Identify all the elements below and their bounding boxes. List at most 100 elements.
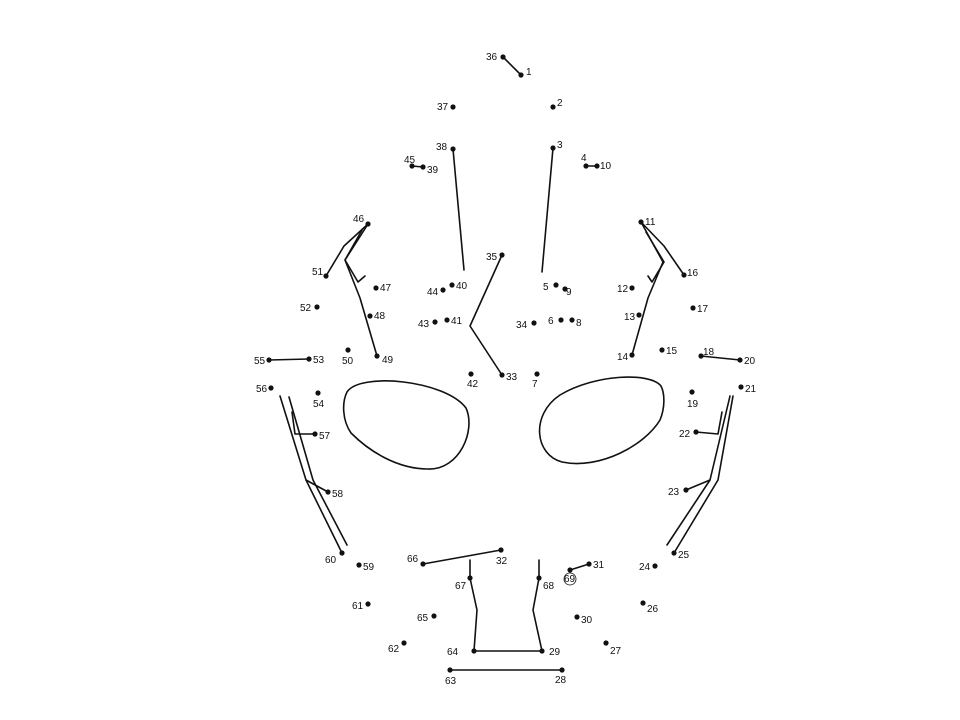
- numbered-points: 1234567891011121314151617181920212223242…: [254, 52, 757, 687]
- point-68: 68: [536, 575, 555, 592]
- outline-segment-8: [344, 223, 378, 357]
- point-37: 37: [437, 102, 456, 113]
- outline-segment-25: [469, 559, 478, 652]
- point-66: 66: [407, 554, 426, 567]
- point-39: 39: [420, 164, 439, 176]
- point-16: 16: [681, 268, 699, 279]
- dot-13: [636, 312, 642, 318]
- point-69: 69: [563, 567, 577, 586]
- point-9: 9: [562, 286, 572, 298]
- point-4: 4: [581, 153, 589, 169]
- dot-34: [531, 320, 537, 326]
- point-50: 50: [342, 347, 354, 367]
- point-49: 49: [374, 353, 394, 366]
- number-label-52: 52: [300, 303, 312, 314]
- number-label-24: 24: [639, 562, 651, 573]
- number-label-26: 26: [647, 604, 659, 615]
- dot-40: [449, 282, 455, 288]
- dot-46: [365, 221, 371, 227]
- point-28: 28: [555, 667, 567, 686]
- right-eye: [538, 376, 665, 465]
- dot-2: [550, 104, 556, 110]
- number-label-33: 33: [506, 372, 518, 383]
- dot-4: [583, 163, 589, 169]
- outline-segment-6: [469, 254, 503, 376]
- dot-20: [737, 357, 743, 363]
- dot-21: [738, 384, 744, 390]
- number-label-42: 42: [467, 379, 479, 390]
- number-label-11: 11: [645, 217, 656, 228]
- dot-67: [467, 575, 473, 581]
- left-eye: [342, 380, 470, 470]
- point-56: 56: [256, 384, 274, 395]
- point-64: 64: [447, 647, 477, 658]
- dot-65: [431, 613, 437, 619]
- dot-48: [367, 313, 373, 319]
- number-label-69: 69: [564, 574, 576, 585]
- dot-66: [420, 561, 426, 567]
- point-32: 32: [496, 547, 508, 567]
- number-label-4: 4: [581, 153, 587, 164]
- dot-29: [539, 648, 545, 654]
- point-46: 46: [353, 214, 371, 227]
- point-63: 63: [445, 667, 457, 687]
- point-29: 29: [539, 647, 561, 658]
- point-62: 62: [388, 640, 407, 655]
- number-label-61: 61: [352, 601, 364, 612]
- dot-52: [314, 304, 320, 310]
- number-label-65: 65: [417, 613, 429, 624]
- number-label-48: 48: [374, 311, 386, 322]
- point-8: 8: [569, 317, 582, 329]
- outline-segment-22: [685, 479, 711, 491]
- point-2: 2: [550, 98, 563, 110]
- number-label-14: 14: [617, 352, 629, 363]
- number-label-58: 58: [332, 489, 344, 500]
- outline-segment-18: [673, 395, 734, 554]
- dot-10: [594, 163, 600, 169]
- number-label-34: 34: [516, 320, 528, 331]
- number-label-13: 13: [624, 312, 636, 323]
- dot-8: [569, 317, 575, 323]
- point-51: 51: [312, 267, 329, 279]
- number-label-35: 35: [486, 252, 498, 263]
- dot-41: [444, 317, 450, 323]
- point-21: 21: [738, 384, 757, 395]
- pre-drawn-outline: [268, 56, 741, 671]
- number-label-19: 19: [687, 399, 699, 410]
- dot-55: [266, 357, 272, 363]
- outline-segment-14: [700, 355, 741, 361]
- number-label-67: 67: [455, 581, 467, 592]
- point-40: 40: [449, 281, 468, 292]
- number-label-53: 53: [313, 355, 325, 366]
- number-label-66: 66: [407, 554, 419, 565]
- dot-56: [268, 385, 274, 391]
- point-31: 31: [586, 560, 605, 571]
- number-label-39: 39: [427, 165, 439, 176]
- dot-27: [603, 640, 609, 646]
- point-48: 48: [367, 311, 386, 322]
- point-34: 34: [516, 320, 537, 331]
- dot-59: [356, 562, 362, 568]
- point-30: 30: [574, 614, 593, 626]
- dot-28: [559, 667, 565, 673]
- point-14: 14: [617, 352, 635, 363]
- point-60: 60: [325, 550, 345, 566]
- outline-segment-21: [305, 479, 329, 493]
- dot-5: [553, 282, 559, 288]
- point-55: 55: [254, 356, 272, 367]
- dot-61: [365, 601, 371, 607]
- outline-segment-24: [569, 563, 590, 571]
- outline-segment-26: [532, 559, 543, 652]
- dot-64: [471, 648, 477, 654]
- dot-44: [440, 287, 446, 293]
- point-12: 12: [617, 284, 635, 295]
- outline-segment-23: [422, 549, 502, 565]
- point-52: 52: [300, 303, 320, 314]
- dot-42: [468, 371, 474, 377]
- number-label-47: 47: [380, 283, 392, 294]
- dot-3: [550, 145, 556, 151]
- dot-47: [373, 285, 379, 291]
- number-label-20: 20: [744, 356, 756, 367]
- dot-49: [374, 353, 380, 359]
- point-26: 26: [640, 600, 659, 615]
